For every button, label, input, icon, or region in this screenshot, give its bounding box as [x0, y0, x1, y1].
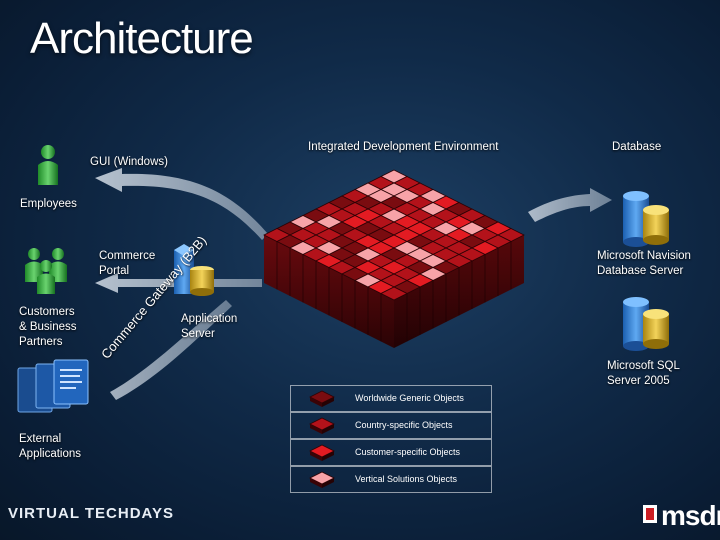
sql-server-db-icon	[623, 297, 669, 351]
legend-worldwide-label: Worldwide Generic Objects	[355, 393, 464, 403]
legend-swatch-side	[322, 397, 334, 407]
msdn-logo-text: msdn	[661, 500, 720, 531]
ide-label: Integrated Development Environment	[308, 141, 499, 153]
legend-customer-label: Customer-specific Objects	[355, 447, 461, 457]
legend-swatch-side	[322, 478, 334, 488]
database-label: Database	[612, 141, 662, 153]
legend-country-label: Country-specific Objects	[355, 420, 453, 430]
external-applications-icon	[17, 359, 89, 413]
application-server-icon	[174, 244, 214, 296]
slide-title: Architecture	[30, 14, 254, 63]
navision-db-icon	[623, 191, 669, 247]
arrow-gateway	[110, 300, 232, 400]
navision-label: Microsoft Navision Database Server	[597, 250, 691, 277]
legend-vertical-label: Vertical Solutions Objects	[355, 474, 458, 484]
legend-swatch-side	[322, 424, 334, 434]
arrow-gui	[95, 168, 268, 240]
legend-customer: Customer-specific Objects	[290, 439, 492, 466]
legend-swatch-side	[310, 397, 322, 407]
customers-icon	[25, 248, 67, 294]
external-applications-label: External Applications	[19, 433, 82, 460]
employees-label: Employees	[20, 198, 77, 210]
legend-swatch-side	[310, 478, 322, 488]
legend-swatch-side	[310, 424, 322, 434]
sql-server-label: Microsoft SQL Server 2005	[607, 360, 680, 387]
gui-label: GUI (Windows)	[90, 156, 168, 168]
employee-icon	[38, 145, 58, 185]
msdn-logo	[643, 505, 657, 523]
legend-worldwide: Worldwide Generic Objects	[290, 385, 492, 412]
legend-country: Country-specific Objects	[290, 412, 492, 439]
commerce-portal-label: Commerce Portal	[99, 250, 156, 277]
arrow-database	[528, 188, 612, 222]
customers-label: Customers & Business Partners	[19, 306, 77, 348]
virtual-techdays-logo: VIRTUAL TECHDAYS	[8, 505, 175, 522]
legend-swatches	[309, 390, 335, 488]
object-cube	[263, 169, 525, 348]
legend-vertical: Vertical Solutions Objects	[290, 466, 492, 493]
application-server-label: Application Server	[181, 313, 238, 340]
legend-swatch-side	[322, 451, 334, 461]
legend-swatch-side	[310, 451, 322, 461]
cube-tile	[380, 286, 408, 301]
